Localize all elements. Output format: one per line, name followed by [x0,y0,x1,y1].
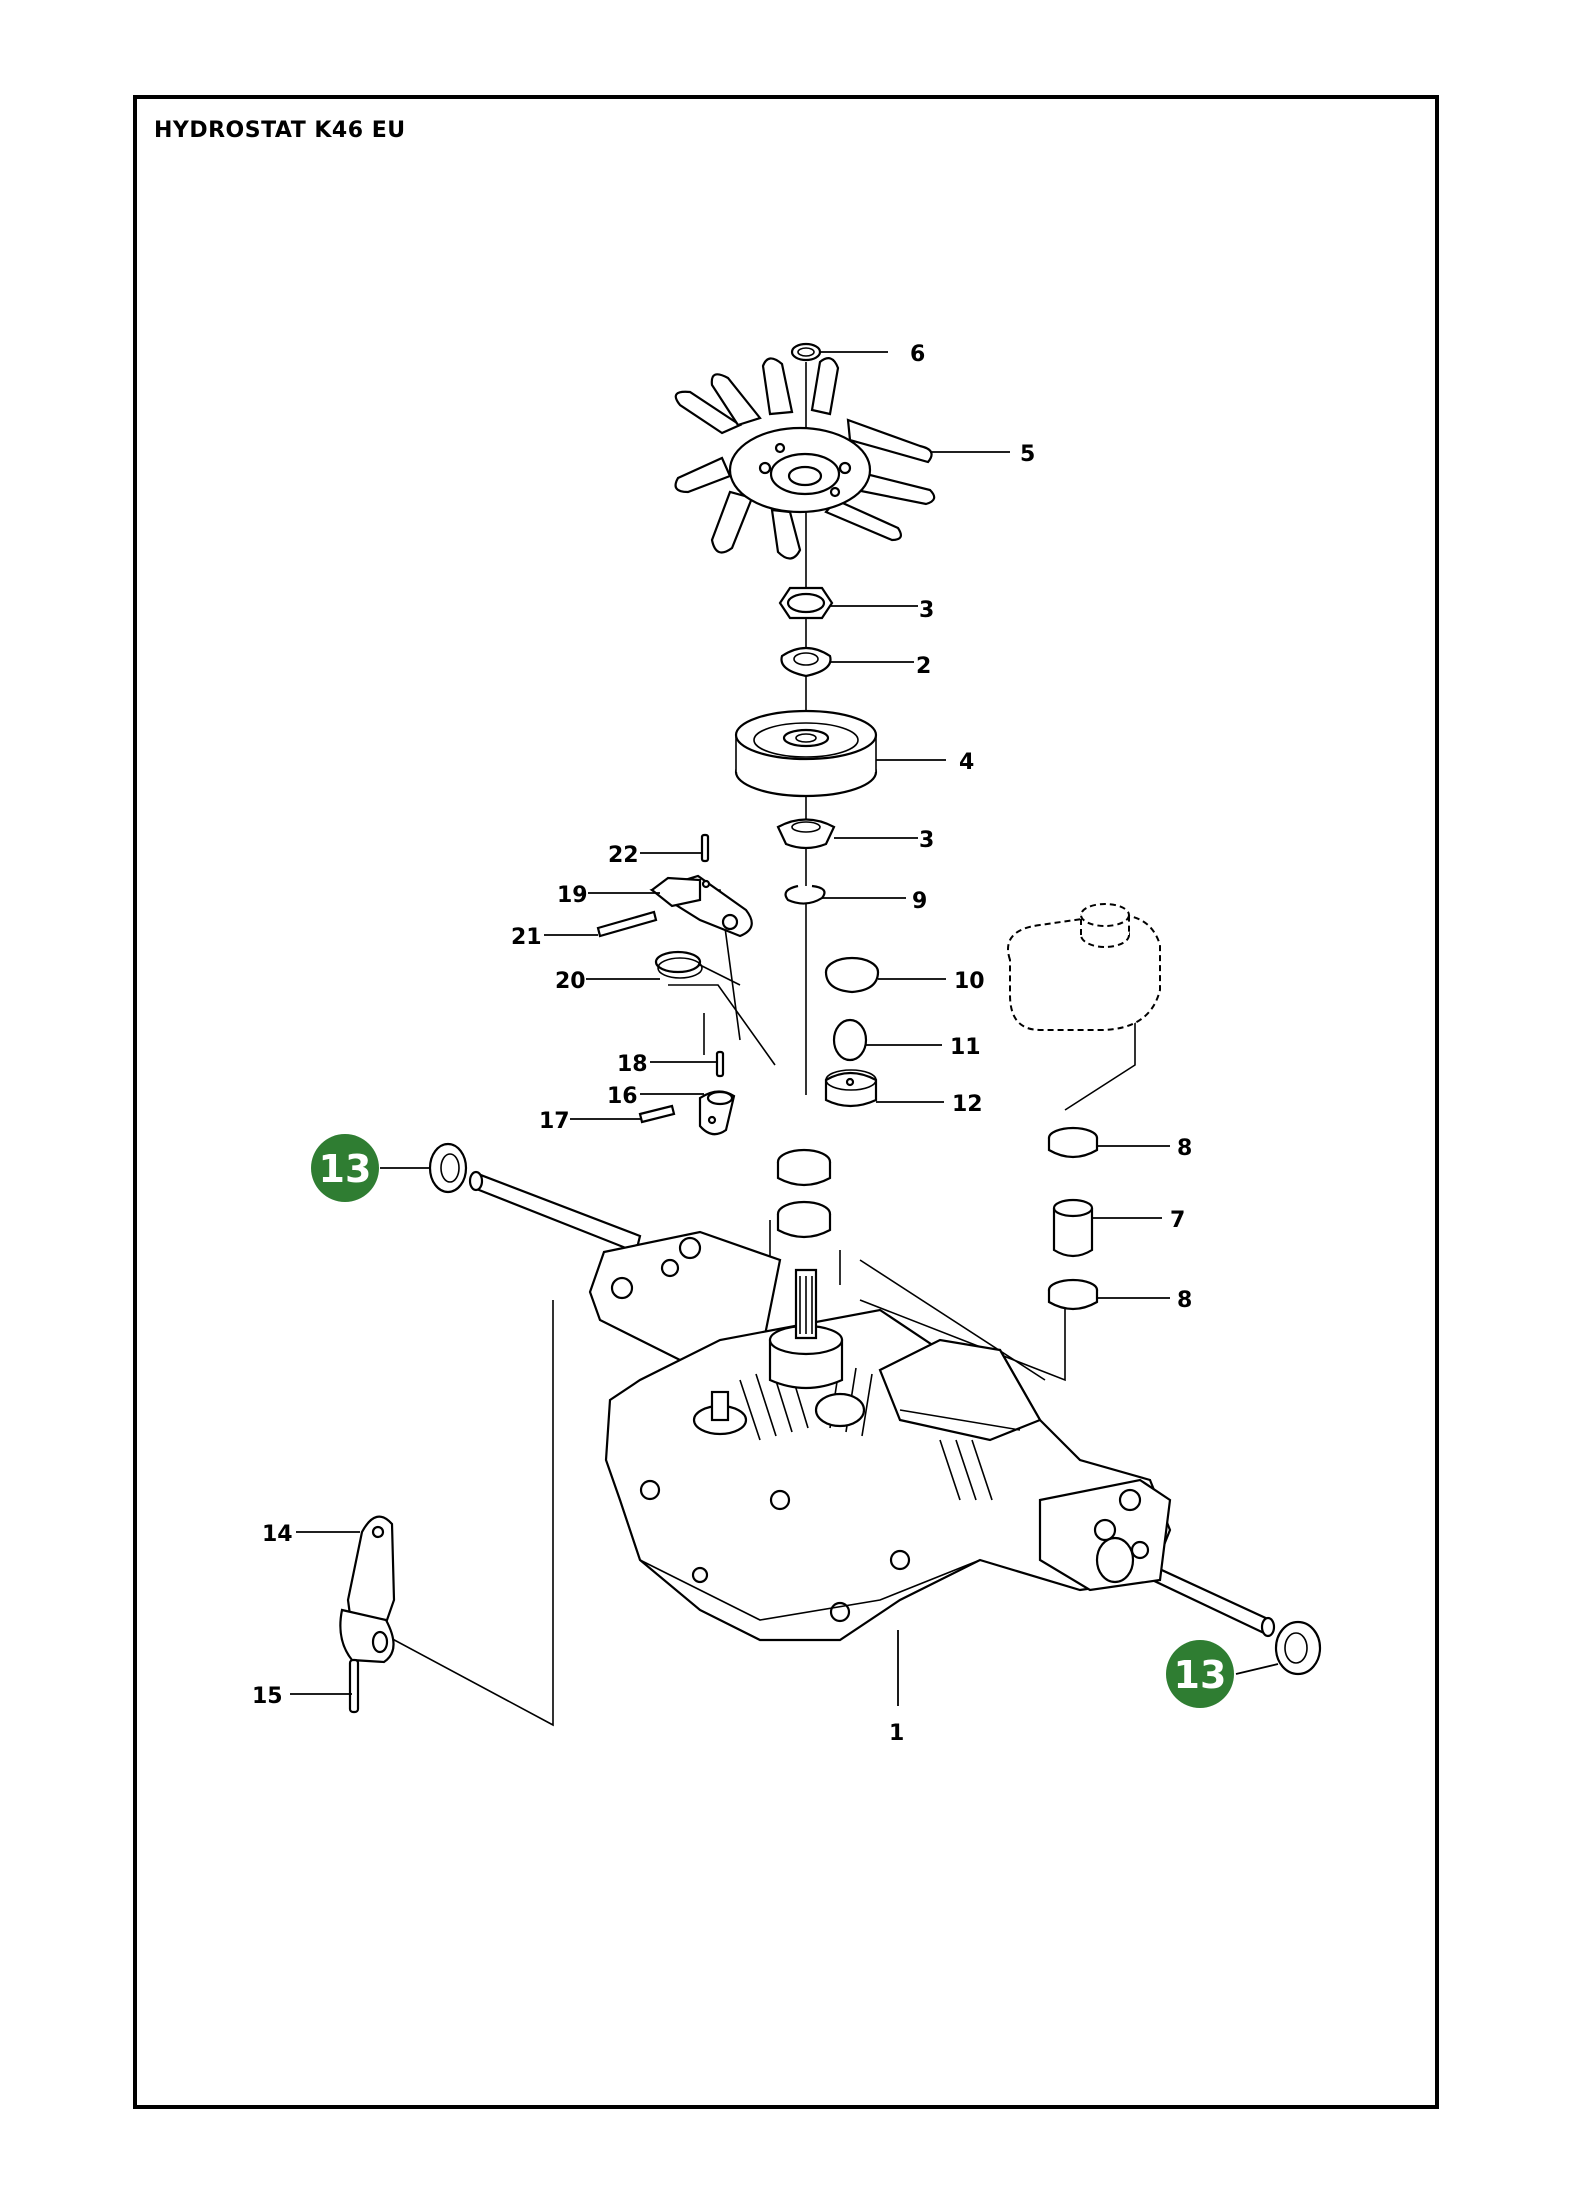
callout-18: 18 [617,1052,648,1077]
part-15-pin[interactable] [348,1658,360,1714]
callout-14: 14 [262,1522,293,1547]
callout-5: 5 [1020,442,1035,467]
callout-6: 6 [910,342,925,367]
leader-lines [290,351,1279,1706]
part-19-bracket[interactable] [649,874,753,938]
callout-8-upper: 8 [1177,1136,1192,1161]
callout-19: 19 [557,883,588,908]
callout-15: 15 [252,1684,283,1709]
part-10-cap[interactable] [824,956,880,994]
part-3-nut-upper[interactable] [778,586,834,620]
part-13-seal-left[interactable] [428,1142,468,1194]
part-4-pulley[interactable] [734,709,878,798]
callout-8-lower: 8 [1177,1288,1192,1313]
callout-4: 4 [959,750,974,775]
callout-11: 11 [950,1035,981,1060]
part-12-valve[interactable] [824,1069,878,1108]
callout-labels: 6 5 3 2 4 3 9 22 19 21 20 10 11 12 18 16… [252,342,1192,1746]
part-8-ring-lower[interactable] [1047,1278,1099,1311]
part-11-disc[interactable] [832,1018,868,1062]
part-1-transmission-housing[interactable] [468,1148,1276,1642]
highlight-badge-left [311,1134,379,1202]
part-20-spring[interactable] [654,950,741,986]
part-16-lever[interactable] [698,1090,736,1136]
part-21-pin[interactable] [596,910,658,938]
part-7-tube[interactable] [1052,1198,1094,1258]
callout-10: 10 [954,969,985,994]
part-8-ring-upper[interactable] [1047,1126,1099,1159]
part-6-ring[interactable] [790,342,822,362]
drawing-frame [133,95,1439,2109]
callout-17: 17 [539,1109,570,1134]
callout-22: 22 [608,843,639,868]
callout-3-lower: 3 [919,828,934,853]
part-18-pin[interactable] [715,1050,725,1078]
callout-7: 7 [1170,1208,1185,1233]
callout-21: 21 [511,925,542,950]
highlight-label-left: 13 [319,1147,372,1191]
callout-12: 12 [952,1092,983,1117]
part-14-arm[interactable] [339,1515,396,1664]
part-13-seal-right[interactable] [1274,1620,1322,1676]
highlight-callout-13-right[interactable]: 13 [1166,1640,1234,1708]
part-22-pin[interactable] [700,833,710,863]
callout-1: 1 [889,1721,904,1746]
part-5-cooling-fan[interactable] [674,357,936,560]
part-2-washer[interactable] [780,646,832,678]
callout-16: 16 [607,1084,638,1109]
highlight-callout-13-left[interactable]: 13 [311,1134,379,1202]
callout-2: 2 [916,654,931,679]
highlight-label-right: 13 [1174,1653,1227,1697]
part-9-circlip[interactable] [784,884,826,905]
diagram-title: HYDROSTAT K46 EU [154,118,406,143]
callout-20: 20 [555,969,586,994]
part-17-pin[interactable] [638,1104,676,1124]
highlight-badge-right [1166,1640,1234,1708]
oil-tank[interactable] [1007,903,1161,1031]
callout-3-upper: 3 [919,598,934,623]
callout-9: 9 [912,889,927,914]
part-3-hub-lower[interactable] [776,818,836,850]
